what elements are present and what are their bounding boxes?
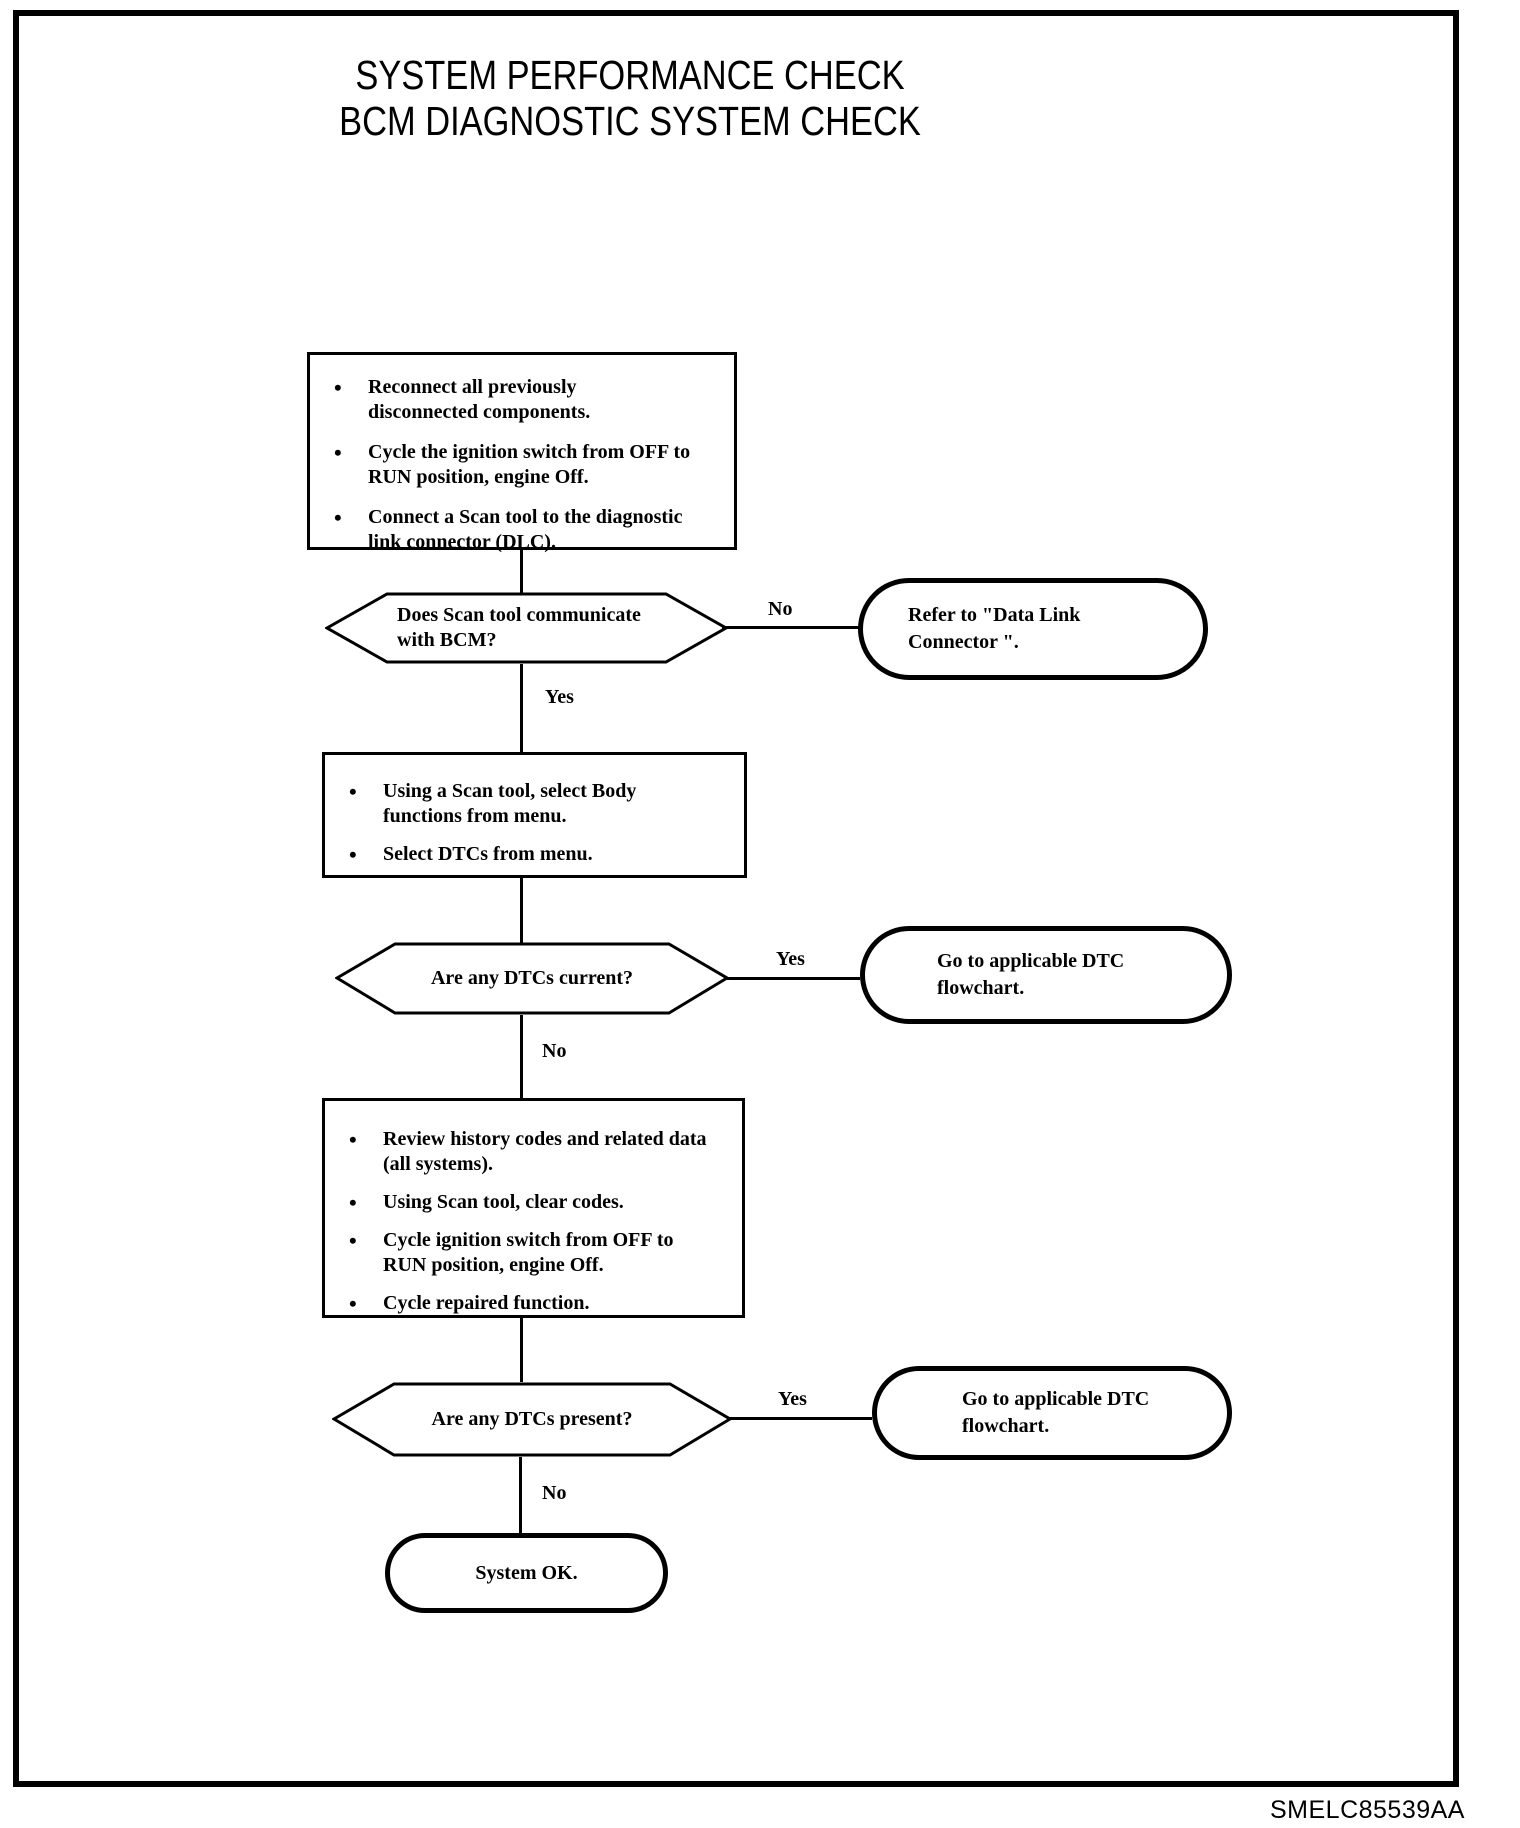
- terminal-system-ok: System OK.: [385, 1533, 668, 1613]
- branch-label-yes: Yes: [545, 686, 574, 708]
- connector-decision3-to-system-ok: [519, 1457, 522, 1533]
- bullet-item: • Using Scan tool, clear codes.: [325, 1190, 742, 1215]
- bullet-item: • Connect a Scan tool to the diagnostic …: [310, 505, 734, 555]
- bullet-item-text: Using Scan tool, clear codes.: [383, 1191, 624, 1213]
- figure-code: SMELC85539AA: [1269, 1796, 1465, 1824]
- bullet-item-text: Reconnect all previously disconnected co…: [368, 376, 591, 423]
- decision-question: Are any DTCs current?: [430, 967, 634, 989]
- bullet-icon: •: [349, 779, 357, 804]
- bullet-item-text: Cycle repaired function.: [383, 1292, 590, 1314]
- connector-decision2-to-terminal2: [726, 977, 860, 980]
- page-title-line2: BCM DIAGNOSTIC SYSTEM CHECK: [339, 98, 921, 144]
- bullet-item-text: Review history codes and related data (a…: [383, 1128, 707, 1175]
- page-title-line1: SYSTEM PERFORMANCE CHECK: [355, 52, 905, 98]
- process-box-reconnect: • Reconnect all previously disconnected …: [307, 352, 737, 553]
- bullet-icon: •: [349, 1190, 357, 1215]
- document-border: [13, 10, 1459, 1787]
- connector-box2-to-decision2: [520, 878, 523, 943]
- terminal-dtc-flowchart-2: Go to applicable DTC flowchart.: [872, 1366, 1232, 1460]
- connector-box3-to-decision3: [520, 1318, 523, 1382]
- branch-label-yes: Yes: [778, 1388, 807, 1410]
- bullet-icon: •: [349, 1228, 357, 1253]
- page-title: SYSTEM PERFORMANCE CHECK BCM DIAGNOSTIC …: [210, 52, 1050, 144]
- branch-label-no: No: [542, 1040, 567, 1062]
- bullet-icon: •: [349, 842, 357, 867]
- process-box-review-history: • Review history codes and related data …: [322, 1098, 745, 1318]
- bullet-item: • Using a Scan tool, select Body functio…: [325, 779, 744, 829]
- decision-dtcs-present: Are any DTCs present?: [332, 1382, 732, 1457]
- connector-box1-to-decision1: [520, 550, 523, 594]
- branch-label-yes: Yes: [776, 948, 805, 970]
- decision-dtcs-current: Are any DTCs current?: [335, 942, 729, 1015]
- bullet-item: • Reconnect all previously disconnected …: [310, 375, 734, 425]
- bullet-item-text: Using a Scan tool, select Body functions…: [383, 780, 637, 827]
- bullet-icon: •: [334, 375, 342, 400]
- branch-label-no: No: [542, 1482, 567, 1504]
- connector-decision3-to-terminal3: [730, 1417, 872, 1420]
- terminal-data-link-connector: Refer to "Data Link Connector ".: [858, 578, 1208, 680]
- connector-decision2-to-box3: [520, 1015, 523, 1098]
- bullet-item-text: Cycle the ignition switch from OFF to RU…: [368, 441, 691, 488]
- bullet-item: • Review history codes and related data …: [325, 1127, 742, 1177]
- bullet-item: • Cycle the ignition switch from OFF to …: [310, 440, 734, 490]
- bullet-icon: •: [334, 505, 342, 530]
- bullet-item: • Cycle repaired function.: [325, 1291, 742, 1316]
- process-box-select-body: • Using a Scan tool, select Body functio…: [322, 752, 747, 878]
- connector-decision1-to-terminal1: [722, 626, 860, 629]
- bullet-item-text: Cycle ignition switch from OFF to RUN po…: [383, 1229, 674, 1276]
- decision-scan-communicate: Does Scan tool communicate with BCM?: [325, 592, 728, 664]
- bullet-item-text: Connect a Scan tool to the diagnostic li…: [368, 506, 683, 553]
- bullet-item: • Select DTCs from menu.: [325, 842, 744, 867]
- decision-question: Does Scan tool communicate with BCM?: [397, 604, 641, 651]
- bullet-icon: •: [349, 1291, 357, 1316]
- decision-question: Are any DTCs present?: [431, 1408, 633, 1430]
- connector-decision1-to-box2: [520, 664, 523, 752]
- bullet-item: • Cycle ignition switch from OFF to RUN …: [325, 1228, 742, 1278]
- bullet-item-text: Select DTCs from menu.: [383, 843, 593, 865]
- bullet-icon: •: [334, 440, 342, 465]
- bullet-icon: •: [349, 1127, 357, 1152]
- branch-label-no: No: [768, 598, 793, 620]
- terminal-dtc-flowchart-1: Go to applicable DTC flowchart.: [860, 926, 1232, 1024]
